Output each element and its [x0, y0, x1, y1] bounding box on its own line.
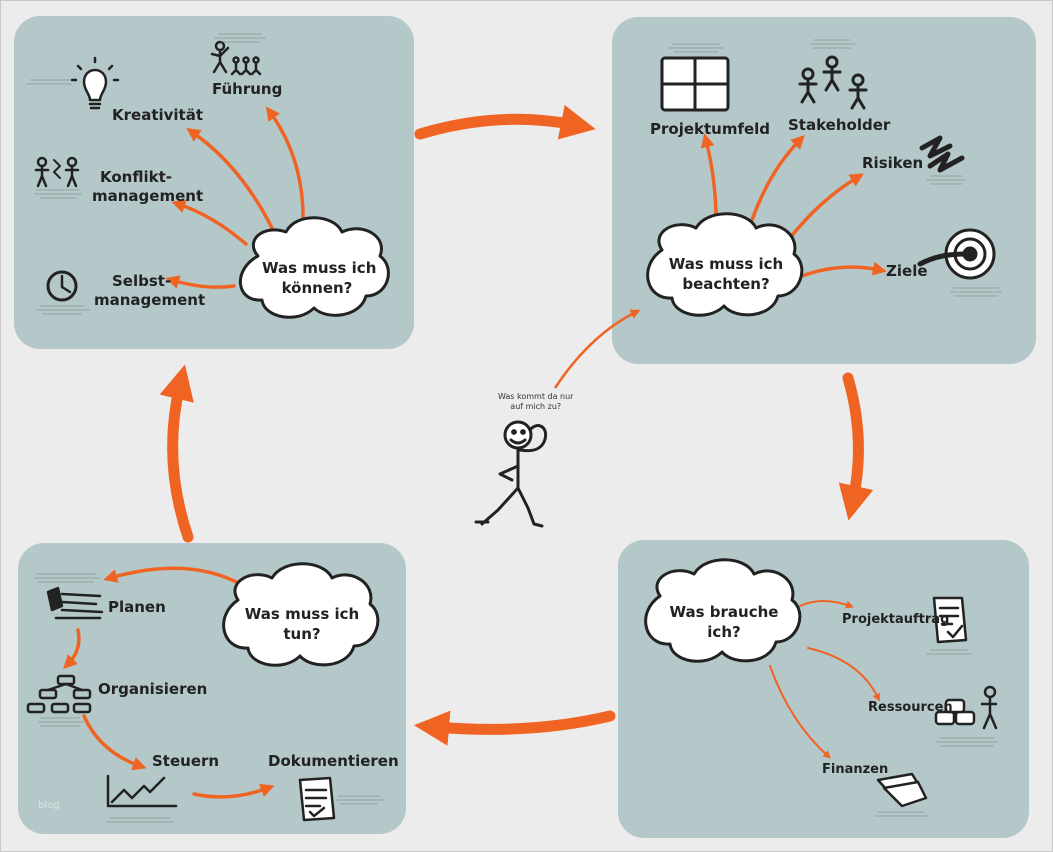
big-arrow-right — [838, 372, 874, 521]
label-ziele: Ziele — [886, 262, 928, 280]
ressourcen-icon — [934, 685, 998, 730]
arrow-center-to-beachten — [553, 309, 641, 389]
figure-speech-line1: Was kommt da nur — [498, 392, 574, 401]
label-projektauftrag: Projektauftrag — [842, 612, 950, 627]
label-stakeholder: Stakeholder — [788, 116, 891, 134]
dokumentieren-icon — [298, 776, 336, 822]
arrows-tun — [63, 566, 275, 799]
figure-speech: Was kommt da nur auf mich zu? — [498, 392, 573, 411]
organisieren-icon — [26, 674, 92, 714]
label-selbstmanagement: Selbst- management — [94, 272, 205, 310]
cloud-koennen-line1: Was muss ich — [262, 259, 377, 277]
cycle-arrows — [159, 104, 874, 746]
steuern-icon — [106, 774, 178, 808]
cloud-beachten-line1: Was muss ich — [668, 255, 784, 273]
cloud-beachten-text: Was muss ich beachten? — [668, 254, 784, 295]
cloud-koennen — [239, 216, 390, 319]
ziele-icon — [917, 228, 996, 280]
label-projektumfeld: Projektumfeld — [650, 120, 771, 138]
big-arrow-top — [414, 104, 596, 140]
label-dokumentieren: Dokumentieren — [268, 752, 399, 770]
label-risiken: Risiken — [862, 154, 924, 172]
lightbulb-icon — [70, 56, 120, 110]
figure-speech-line2: auf mich zu? — [510, 401, 562, 411]
cloud-brauche-line1: Was brauche — [669, 603, 779, 621]
label-selbst-line1: Selbst- — [112, 272, 172, 290]
big-arrow-left — [159, 364, 194, 543]
label-konflikt-line1: Konflikt- — [100, 168, 172, 186]
cloud-tun-line1: Was muss ich — [244, 605, 360, 623]
cloud-koennen-text: Was muss ich können? — [262, 258, 377, 299]
fuehrung-icon — [210, 40, 262, 76]
label-ressourcen: Ressourcen — [868, 700, 953, 715]
label-steuern: Steuern — [152, 752, 220, 770]
arrows-beachten — [700, 133, 887, 278]
cloud-tun-line2: tun? — [283, 625, 321, 644]
risiken-icon — [919, 135, 965, 173]
konflikt-icon — [34, 156, 80, 188]
stakeholder-icon — [798, 55, 868, 110]
cloud-beachten-line2: beachten? — [682, 275, 770, 294]
cloud-brauche-text: Was brauche ich? — [666, 602, 782, 643]
projektumfeld-icon — [660, 56, 730, 112]
label-selbst-line2: management — [94, 290, 206, 309]
planen-icon — [46, 586, 104, 620]
clouds — [222, 212, 804, 667]
label-finanzen: Finanzen — [822, 762, 889, 777]
label-planen: Planen — [108, 598, 166, 616]
cloud-beachten — [646, 212, 804, 317]
cloud-brauche-line2: ich? — [707, 623, 741, 642]
label-konflikt-line2: management — [92, 186, 204, 205]
label-fuehrung: Führung — [212, 80, 283, 98]
cloud-tun-text: Was muss ich tun? — [244, 604, 360, 645]
label-konfliktmanagement: Konflikt- management — [92, 168, 203, 206]
projektauftrag-icon — [932, 596, 968, 644]
stick-figure — [474, 420, 547, 528]
cloud-tun — [222, 562, 380, 667]
label-organisieren: Organisieren — [98, 680, 208, 698]
clock-icon — [46, 270, 78, 302]
arrows-koennen — [165, 106, 305, 289]
finanzen-icon — [876, 772, 928, 808]
big-arrow-bottom — [413, 710, 616, 746]
arrows-brauche — [769, 600, 880, 759]
cloud-brauche — [644, 558, 802, 663]
cloud-koennen-line2: können? — [281, 279, 353, 298]
watermark: blog — [38, 800, 60, 811]
label-kreativitaet: Kreativität — [112, 106, 204, 124]
